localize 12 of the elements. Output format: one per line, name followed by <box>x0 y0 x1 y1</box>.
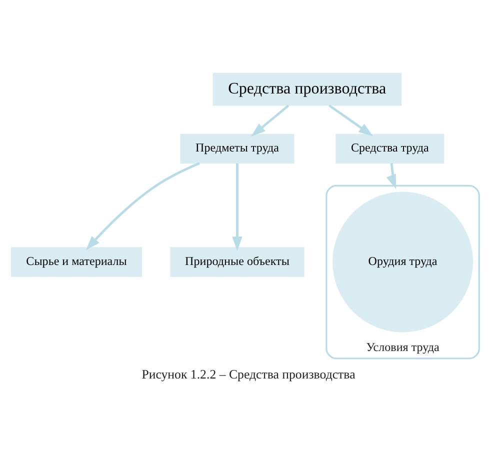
arrow <box>232 162 242 251</box>
arrow <box>86 162 200 250</box>
node-box: Предметы труда <box>180 133 294 164</box>
node-box: Природные объекты <box>170 246 304 276</box>
node-circle: Орудия труда <box>332 191 474 332</box>
arrow <box>386 162 396 189</box>
arrow <box>328 104 374 136</box>
node-box: Средства труда <box>336 133 444 164</box>
arrow <box>251 104 290 136</box>
caption: Рисунок 1.2.2 – Средства производства <box>142 366 356 381</box>
node-box: Сырье и материалы <box>11 246 142 276</box>
node-box: Средства производства <box>212 72 402 106</box>
